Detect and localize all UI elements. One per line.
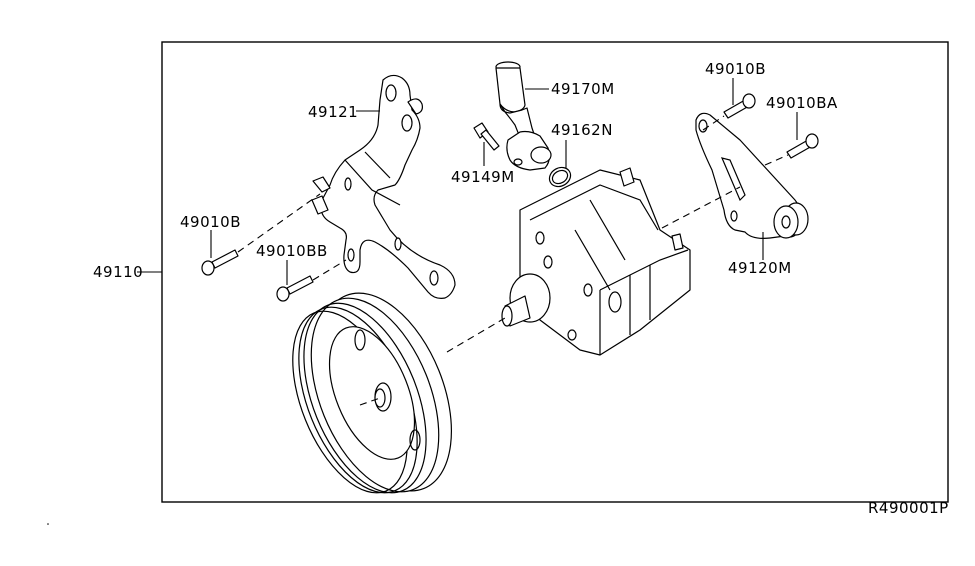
callout-49010B-top[interactable]: 49010B — [705, 60, 766, 105]
rear-bracket-49120M-icon[interactable] — [695, 112, 809, 239]
label-49110: 49110 — [93, 263, 143, 281]
pump-body-icon[interactable] — [501, 167, 691, 356]
callout-49010BA[interactable]: 49010BA — [766, 94, 838, 140]
bolt-49010B-left-icon[interactable] — [201, 249, 239, 276]
bolt-49149M-icon[interactable] — [473, 122, 500, 151]
callout-49170M[interactable]: 49170M — [525, 80, 615, 98]
callout-49010B-left[interactable]: 49010B — [180, 213, 241, 258]
callout-49149M[interactable]: 49149M — [451, 142, 515, 186]
label-49010B-top: 49010B — [705, 60, 766, 78]
label-49010BA: 49010BA — [766, 94, 838, 112]
bolt-49010BA-icon[interactable] — [786, 133, 819, 159]
label-49120M: 49120M — [728, 259, 792, 277]
suction-pipe-49170M-icon[interactable] — [495, 61, 552, 171]
stray-dot — [47, 523, 49, 525]
callout-49162N[interactable]: 49162N — [551, 121, 613, 168]
label-49149M: 49149M — [451, 168, 515, 186]
o-ring-49162N-icon[interactable] — [546, 164, 574, 191]
bolt-49010B-top-icon[interactable] — [723, 93, 756, 119]
label-49010BB: 49010BB — [256, 242, 328, 260]
label-49170M: 49170M — [551, 80, 615, 98]
callout-49121[interactable]: 49121 — [308, 103, 380, 121]
callout-49110[interactable]: 49110 — [93, 263, 162, 281]
label-49162N: 49162N — [551, 121, 613, 139]
pulley-icon[interactable] — [270, 274, 478, 510]
label-49121: 49121 — [308, 103, 358, 121]
bolt-49010BB-icon[interactable] — [276, 275, 314, 302]
callout-49120M[interactable]: 49120M — [728, 232, 792, 277]
drawing-reference: R490001P — [868, 499, 949, 517]
callout-49010BB[interactable]: 49010BB — [256, 242, 328, 285]
label-49010B-left: 49010B — [180, 213, 241, 231]
alignment-lines — [237, 115, 789, 406]
bracket-49121-icon[interactable] — [311, 74, 456, 299]
